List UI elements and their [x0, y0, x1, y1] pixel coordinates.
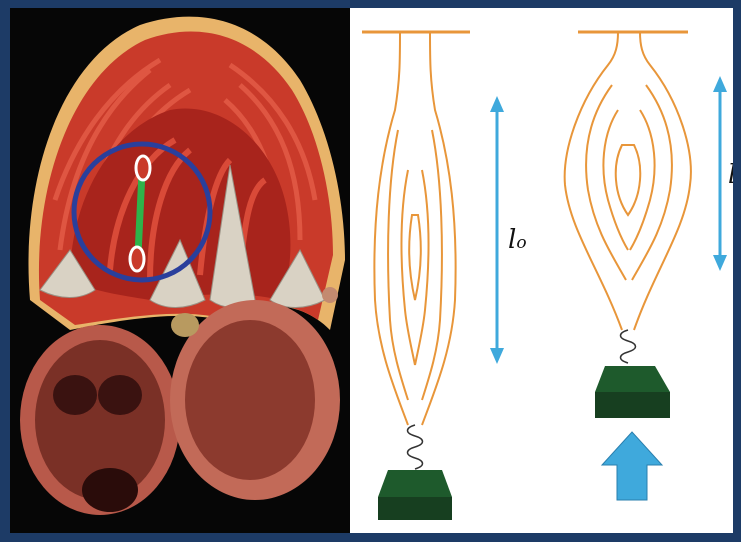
chorda-segment — [138, 172, 142, 255]
chorda-top-marker — [136, 156, 150, 180]
push-arrow — [602, 432, 662, 500]
frame-border-top — [0, 0, 741, 8]
frame-border-bottom — [0, 533, 741, 542]
rest-length-label: lo — [508, 225, 527, 255]
heart-svg — [0, 0, 350, 542]
muscle-diagram: lo l — [350, 0, 741, 542]
frame-border-right — [733, 0, 741, 542]
frame-border-left — [0, 0, 10, 542]
muscle-contracted — [565, 32, 727, 500]
muscle-diagram-svg — [350, 0, 741, 542]
muscle-relaxed — [362, 32, 504, 520]
heart-illustration — [0, 0, 350, 542]
spring-left — [408, 425, 423, 469]
spring-right — [621, 330, 636, 363]
chorda-bottom-marker — [130, 247, 144, 271]
